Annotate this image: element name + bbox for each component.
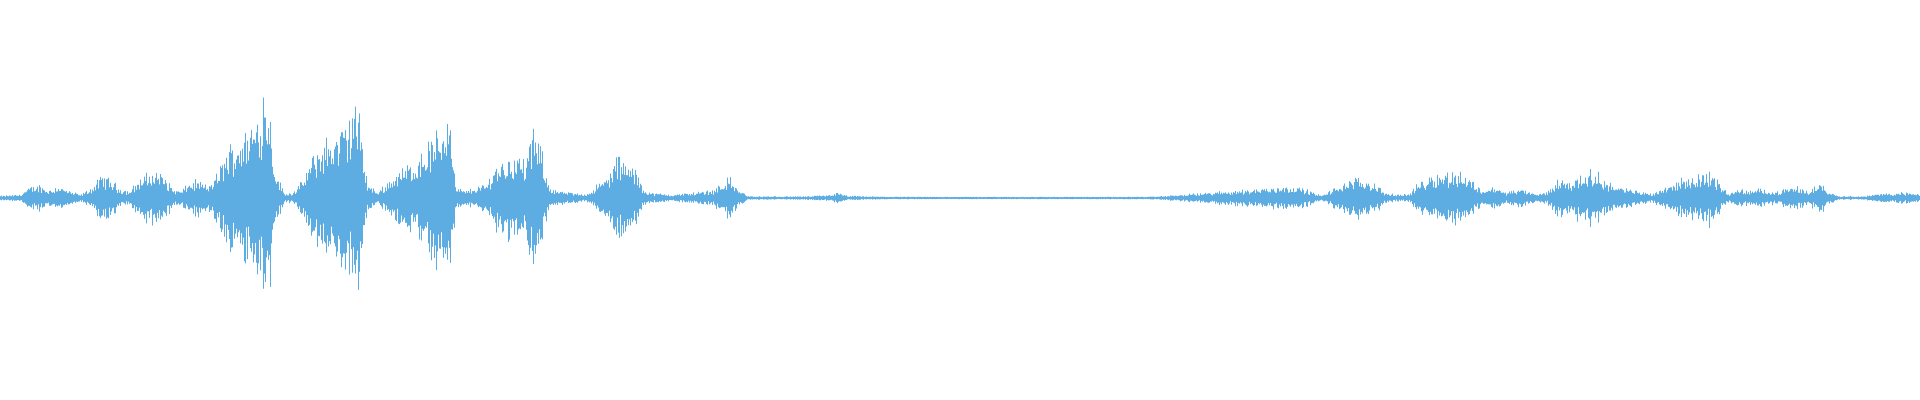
waveform-samples — [0, 97, 1920, 290]
